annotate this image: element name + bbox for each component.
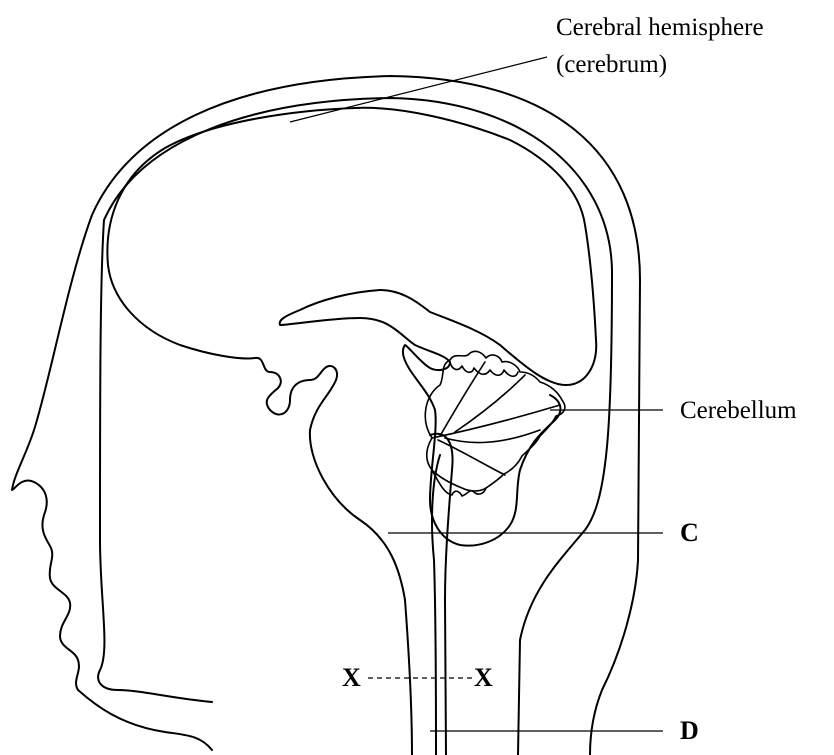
label-d: D [680,718,699,744]
label-cerebrum-line1: Cerebral hemisphere [556,15,764,40]
label-x-right: X [474,665,493,691]
leader-line-cerebrum [290,57,547,122]
spinal-cord-left [432,455,440,755]
label-cerebrum-line2: (cerebrum) [556,52,667,77]
cerebellum-folia-3 [455,375,525,432]
label-x-left: X [342,665,361,691]
label-cerebellum: Cerebellum [680,398,797,423]
cerebrum-outline [107,108,596,546]
cerebrum-lower-edge [108,265,412,755]
inner-skull-outline [98,98,612,755]
cerebellum-folia-4 [438,440,505,475]
cerebellum-lower-lobules [432,470,486,496]
label-c: C [680,520,699,546]
head-outline [12,76,640,755]
